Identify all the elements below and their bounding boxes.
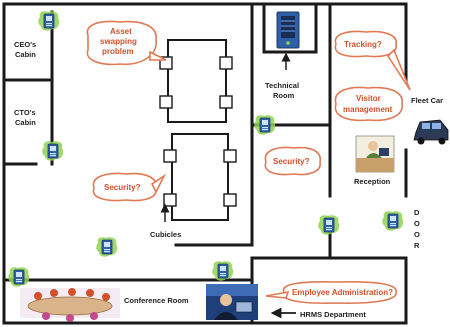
cubicle-cluster-upper [159,39,233,123]
chair [219,56,233,70]
asset-swapping-text-3: problem [102,47,134,56]
employee-administration-text: Employee Administration? [292,288,393,297]
rfid-reader-icon [318,214,340,236]
employee-administration-bubble: Employee Administration? [265,281,397,304]
door-letter: R [414,241,420,250]
cto-cabin-label-line2: Cabin [15,118,36,127]
chair [223,193,237,207]
security-cubicles-bubble: Security? [92,172,167,202]
hrms-department-label: HRMS Department [300,310,366,319]
asset-swapping-text-1: Asset [110,27,132,36]
cto-cabin-label-line1: CTO's [14,108,36,117]
rfid-reader-icon [8,266,30,288]
chair [163,149,177,163]
fleet-car-label: Fleet Car [411,96,443,105]
ceo-cabin-label-line2: Cabin [15,50,36,59]
rfid-reader-icon [96,236,118,258]
chair [219,95,233,109]
cubicles-label: Cubicles [150,230,181,239]
security-technical-bubble: Security? [264,146,321,176]
rfid-reader-icon [254,114,276,136]
visitor-management-bubble: Visitor management [334,86,403,122]
desk-lower [171,133,229,221]
rfid-reader-icon [212,260,234,282]
visitor-management-text-1: Visitor [356,94,381,103]
rfid-reader-icon [382,210,404,232]
reception-label: Reception [354,177,391,186]
door-letter: O [414,230,420,239]
visitor-management-text-2: management [343,105,393,114]
chair [159,95,173,109]
door-letter: D [414,208,420,217]
security-technical-text: Security? [273,157,310,166]
tracking-text: Tracking? [344,40,382,49]
chair [223,149,237,163]
tracking-bubble: Tracking? [334,30,411,91]
cubicle-cluster-lower [163,133,237,221]
asset-swapping-bubble: Asset swapping problem [86,20,167,66]
rfid-reader-icon [42,140,64,162]
door-letter: O [414,219,420,228]
security-cubicles-text: Security? [104,183,141,192]
server-rack-icon [276,11,300,49]
conference-room-label: Conference Room [124,296,189,305]
walls [2,2,408,325]
asset-swapping-text-2: swapping [100,37,137,46]
rfid-reader-icon [38,10,60,32]
car-icon [413,119,449,145]
door-label: D O O R [414,208,420,250]
chair [163,193,177,207]
technical-room-label-line2: Room [273,91,295,100]
desk-upper [167,39,227,123]
conference-table-icon [20,288,120,322]
hr-staff-icon [206,284,258,320]
ceo-cabin-label-line1: CEO's [14,40,36,49]
receptionist-icon [355,135,395,173]
technical-room-label-line1: Technical [265,81,299,90]
